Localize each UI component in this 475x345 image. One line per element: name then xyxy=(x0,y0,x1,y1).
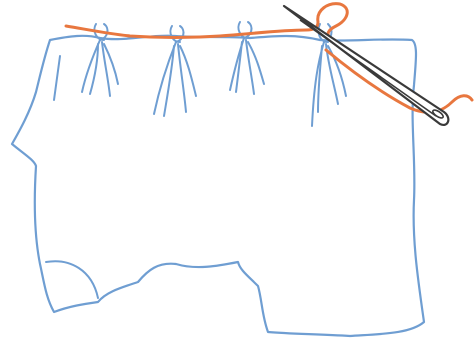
fabric-outline xyxy=(12,36,424,336)
needle-icon xyxy=(284,6,448,125)
fabric-hem-line xyxy=(46,261,98,298)
pleat-2 xyxy=(154,26,196,116)
fabric-icon xyxy=(12,36,424,336)
fabric-fold-line xyxy=(54,56,60,100)
